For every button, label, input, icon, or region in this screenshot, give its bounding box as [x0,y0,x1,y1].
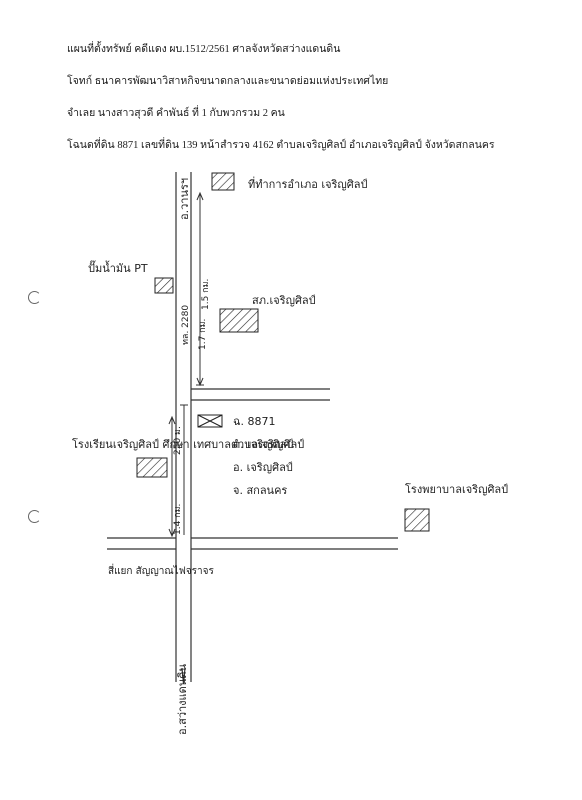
main-road [175,172,192,685]
pt-station-symbol [154,277,174,294]
road-label-north: อ.วานรฯ [178,178,191,220]
dist-lower-label: 1.4 กม. [173,504,183,535]
hospital-label: โรงพยาบาลเจริญศิลป์ [405,482,508,496]
parcel-label-province: จ. สกลนคร [233,484,287,497]
police-station-symbol [219,308,259,333]
punch-hole-bottom [28,510,41,523]
dist-right-label: 1.7 กม. [198,319,208,350]
subject-parcel-label: ฉ. 8871 ต. เจริญศิลป์ อ. เจริญศิลป์ จ. ส… [233,415,293,497]
intersection-label: สี่แยก สัญญาณไฟจราจร [108,563,214,577]
parcel-label-district: อ. เจริญศิลป์ [233,461,293,474]
district-office-label: ที่ทำการอำเภอ เจริญศิลป์ [248,176,368,191]
distance-markers [168,191,204,538]
hospital-symbol [404,508,430,532]
pt-station-label: ปั๊มน้ำมัน PT [88,260,148,275]
road-label-south: อ.สว่างแดนดิน [176,664,189,735]
upper-side-road [191,388,330,401]
header-defendant-line: จำเลย นางสาวสุวดี คำพันธ์ ที่ 1 กับพวกรว… [67,108,285,119]
school-symbol [136,457,168,478]
school-label: โรงเรียนเจริญศิลป์ ศึกษา เทศบาลตำบลเจริญ… [72,437,304,451]
header-deed-line: โฉนดที่ดิน 8871 เลขที่ดิน 139 หน้าสำรวจ … [67,140,495,151]
header-case-line: แผนที่ตั้งทรัพย์ คดีแดง ผบ.1512/2561 ศาล… [67,44,341,55]
parcel-label-subdistrict: ต. เจริญศิลป์ [233,438,293,451]
road-number-label: ทล. 2280 [181,305,191,345]
district-office-symbol [211,172,235,191]
header-plaintiff-line: โจทก์ ธนาคารพัฒนาวิสาหกิจขนาดกลางและขนาด… [67,76,389,87]
punch-hole-top [28,291,41,304]
police-station-label: สภ.เจริญศิลป์ [252,294,316,307]
parcel-label-deed: ฉ. 8871 [233,415,275,428]
dist-mid-label: 250 ม. [173,426,183,455]
dist-upper-label: 1.5 กม. [201,279,211,310]
lower-cross-road [107,537,398,550]
subject-parcel-symbol [197,414,223,428]
